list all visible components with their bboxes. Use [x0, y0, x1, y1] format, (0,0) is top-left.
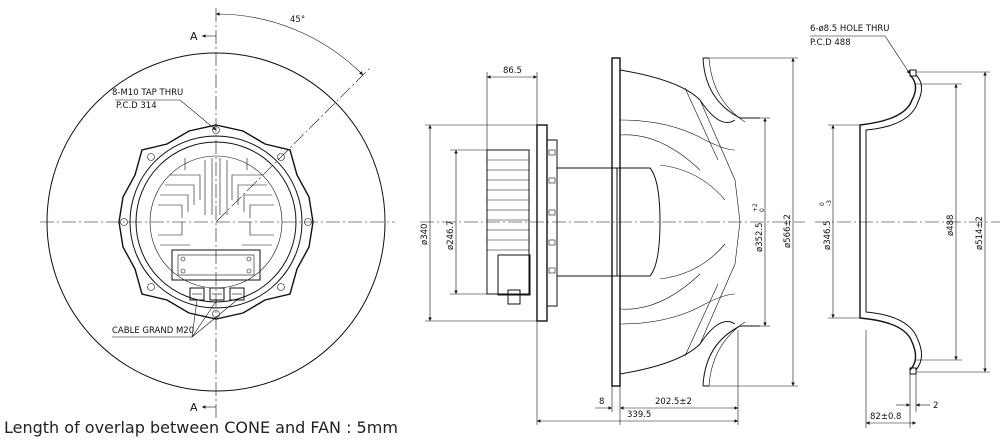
screw-icon: [246, 268, 252, 274]
hole-thru-leader: [810, 35, 911, 75]
angle-label: 45°: [290, 15, 305, 25]
motor-housing-outer: [129, 135, 303, 309]
cable-grand-label: CABLE GRAND M20: [112, 326, 194, 336]
dim-346-5-tol-lower: -3: [826, 200, 833, 206]
dim-340: ø340: [420, 224, 430, 245]
tap-thru-label: 8-M10 TAP THRU: [112, 88, 183, 98]
hole-pcd-label: P.C.D 488: [810, 38, 851, 48]
dim-246-7: ø246.7: [446, 220, 456, 250]
side-flange-ring: [546, 139, 558, 307]
side-view: 86.5 ø340 ø246.7 ø352.5 +2 0 ø566±2 8 20…: [420, 57, 805, 425]
side-cable-gland: [507, 289, 521, 305]
section-label-bottom: A: [190, 401, 198, 414]
impeller-backplate: [611, 57, 621, 387]
blade-lines: [619, 87, 741, 357]
dim-352-5-tol-upper: +2: [752, 203, 759, 212]
hub-cone: [617, 167, 661, 277]
cone-view: ø346.5 0 -3 ø488 ø514±2 6-ø8.5 HOLE THRU…: [810, 24, 1000, 428]
tap-hole: [304, 218, 312, 226]
terminal-box-cover: [177, 254, 255, 276]
dim-566: ø566±2: [783, 214, 793, 248]
dim-514: ø514±2: [975, 216, 985, 250]
dim-339-5: 339.5: [627, 410, 651, 420]
dim-82: 82±0.8: [870, 412, 901, 422]
hub-cylinder: [556, 167, 618, 277]
tap-thru-leader: [115, 99, 217, 131]
cone-flange-top: [909, 69, 917, 77]
cone-profile-inner: [865, 74, 922, 371]
blade-bottom: [619, 321, 736, 375]
shroud-top: [702, 57, 760, 119]
screw-icon: [246, 256, 252, 262]
tap-hole: [147, 283, 155, 291]
blade-top: [619, 69, 736, 123]
hole-thru-label: 6-ø8.5 HOLE THRU: [810, 24, 890, 34]
tap-holes: [120, 126, 312, 318]
front-view: 45° A A: [40, 8, 395, 420]
dim-352-5: ø352.5: [755, 222, 765, 252]
side-flange-plate: [536, 124, 548, 322]
dim-346-5: ø346.5: [823, 220, 833, 250]
tap-hole: [277, 283, 285, 291]
motor-fins: [487, 159, 529, 251]
dim-2: 2: [933, 401, 938, 411]
angle-arc: [215, 12, 364, 76]
dim-202-5: 202.5±2: [655, 397, 692, 407]
overlap-note: Length of overlap between CONE and FAN :…: [4, 418, 398, 437]
heatsink-fins: [158, 158, 274, 246]
side-terminal-box: [497, 254, 531, 296]
cone-profile: [859, 74, 917, 371]
dim-488: ø488: [946, 215, 956, 236]
tap-hole: [212, 126, 220, 134]
section-label-top: A: [190, 30, 198, 43]
screw-icon: [180, 268, 186, 274]
tap-hole: [120, 218, 128, 226]
diagonal-centerline: [215, 67, 371, 223]
dim-352-5-tol-lower: 0: [759, 208, 766, 212]
tap-hole: [277, 153, 285, 161]
motor-flange: [118, 124, 314, 320]
screw-icon: [180, 256, 186, 262]
dim-8: 8: [599, 397, 604, 407]
cone-flange-bottom: [909, 367, 917, 375]
tap-pcd-label: P.C.D 314: [116, 101, 157, 111]
terminal-box: [171, 249, 261, 281]
dim-346-5-tol-upper: 0: [819, 202, 826, 206]
dim-86-5: 86.5: [503, 66, 522, 76]
cable-glands: [189, 287, 245, 301]
flange-bolts: [548, 149, 556, 274]
shroud-bottom: [702, 325, 760, 387]
tap-hole: [147, 153, 155, 161]
